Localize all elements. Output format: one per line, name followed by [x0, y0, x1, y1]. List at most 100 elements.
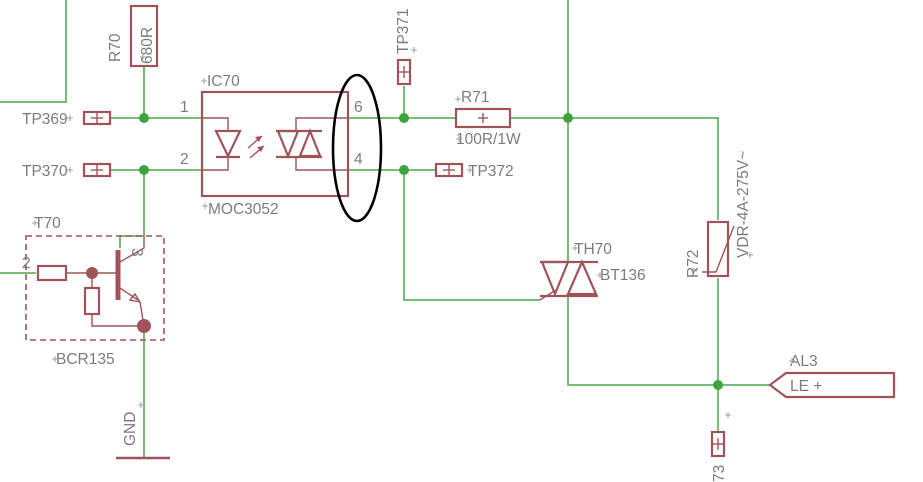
junctions — [139, 113, 723, 390]
tp371-body — [396, 58, 412, 86]
ic70-led-triangle — [214, 129, 242, 159]
al3-label: AL3 — [790, 353, 818, 370]
junction-r70-pin1 — [139, 113, 149, 123]
origin-r71-value — [456, 136, 462, 142]
junction-pin6 — [399, 113, 409, 123]
transistor-t70[interactable]: T70 BCR135 2 3 — [22, 215, 165, 368]
origin-bt136 — [597, 272, 603, 278]
ic70-name: IC70 — [207, 73, 240, 90]
origin-tp373 — [725, 412, 731, 418]
varistor-r72[interactable]: R72 VDR-4A-275V~ — [685, 151, 752, 278]
origin-r71 — [455, 96, 461, 102]
triac-th70[interactable]: TH70 BT136 — [539, 241, 646, 301]
le-label: LE + — [790, 378, 822, 395]
tp370-body — [82, 162, 112, 178]
origin-markers — [32, 47, 795, 418]
t70-be-resistor — [83, 286, 101, 316]
optocoupler-ic70[interactable]: IC70 MOC3052 1 2 6 4 — [180, 73, 363, 218]
t70-emitter-lead — [119, 287, 139, 301]
ic70-light-arrowhead-2 — [257, 146, 264, 152]
annotation-ellipse — [331, 73, 383, 223]
r71-value: 100R/1W — [456, 131, 521, 148]
ic70-body — [200, 90, 350, 198]
testpoint-tp369[interactable]: TP369 — [22, 110, 112, 128]
junction-pin2 — [139, 165, 149, 175]
origin-bcr135 — [52, 356, 58, 362]
ic70-value: MOC3052 — [208, 201, 279, 218]
t70-be-lead-bottom — [91, 314, 144, 327]
tp373-body — [710, 430, 726, 458]
t70-base-resistor — [36, 264, 68, 282]
connector-al3[interactable]: AL3 LE + — [768, 353, 896, 399]
ic70-triac-lead-top — [295, 117, 348, 131]
origin-t70 — [32, 220, 38, 226]
wire-triac-bottom — [567, 296, 718, 386]
wire-pin4-to-gate — [403, 170, 540, 301]
wire-node-to-vdr — [568, 117, 719, 220]
junction-le — [713, 380, 723, 390]
origin-th70 — [572, 245, 578, 251]
t70-pin2: 2 — [22, 255, 31, 272]
r72-name: R72 — [685, 250, 702, 278]
r72-body — [706, 220, 730, 278]
origin-tp372 — [467, 167, 473, 173]
tp370-label: TP370 — [22, 163, 68, 180]
origin-r72 — [691, 268, 697, 274]
tp373-label: 73 — [711, 465, 728, 482]
ground-symbol: GND — [116, 412, 170, 460]
al3-body — [768, 371, 896, 399]
r70-value: 680R — [139, 27, 156, 64]
testpoint-tp373[interactable]: 73 — [710, 430, 728, 482]
origin-tp371 — [411, 47, 417, 53]
origin-tp369 — [67, 115, 73, 121]
th70-tri-left — [540, 260, 570, 297]
t70-value: BCR135 — [56, 351, 115, 368]
ic70-triac-tri-right — [298, 128, 322, 158]
ic70-light-arrowhead-1 — [255, 136, 262, 142]
tp371-label: TP371 — [395, 8, 412, 54]
resistor-r70[interactable]: R70 680R — [107, 4, 159, 68]
r72-value: VDR-4A-275V~ — [735, 151, 752, 258]
r70-body — [129, 4, 159, 68]
tp369-body — [82, 110, 112, 126]
th70-tri-right — [566, 259, 598, 296]
ic70-pin4: 4 — [354, 151, 363, 168]
tp369-label: TP369 — [22, 111, 68, 128]
origin-gnd — [138, 402, 144, 408]
th70-name: TH70 — [574, 241, 612, 258]
ic70-triac-lead-bottom — [295, 157, 348, 171]
origin-r70 — [140, 54, 146, 60]
gnd-label: GND — [122, 412, 139, 446]
th70-value: BT136 — [600, 267, 646, 284]
t70-collector-lead — [119, 236, 145, 263]
ic70-led-lead-bottom — [202, 157, 229, 171]
r72-vdr-diagonal — [702, 225, 735, 273]
tp372-label: TP372 — [468, 163, 514, 180]
origin-al3 — [789, 358, 795, 364]
wire-top-left-rail — [0, 0, 67, 103]
junction-r71-right — [563, 113, 573, 123]
ic70-pin1: 1 — [180, 99, 189, 116]
t70-name: T70 — [34, 215, 61, 232]
ic70-pin6: 6 — [354, 99, 363, 116]
origin-tp370 — [67, 167, 73, 173]
ic70-pin2: 2 — [180, 151, 189, 168]
t70-emitter-junction — [137, 319, 151, 333]
origin-vdr — [747, 252, 753, 258]
r70-name: R70 — [107, 33, 124, 62]
t70-emitter-arrow — [128, 292, 142, 304]
tp372-body — [434, 162, 464, 178]
t70-package-outline — [25, 235, 165, 341]
resistor-r71[interactable]: R71 100R/1W — [454, 89, 521, 148]
r71-name: R71 — [461, 89, 489, 106]
wires — [0, 0, 770, 458]
r71-body — [454, 107, 512, 129]
th70-gate-lead — [539, 289, 557, 301]
testpoint-tp372[interactable]: TP372 — [434, 162, 514, 180]
ic70-led-lead-top — [202, 117, 229, 131]
testpoint-tp371[interactable]: TP371 — [395, 8, 412, 86]
origin-moc — [202, 203, 208, 209]
origin-ic70 — [201, 78, 207, 84]
testpoint-tp370[interactable]: TP370 — [22, 162, 112, 180]
